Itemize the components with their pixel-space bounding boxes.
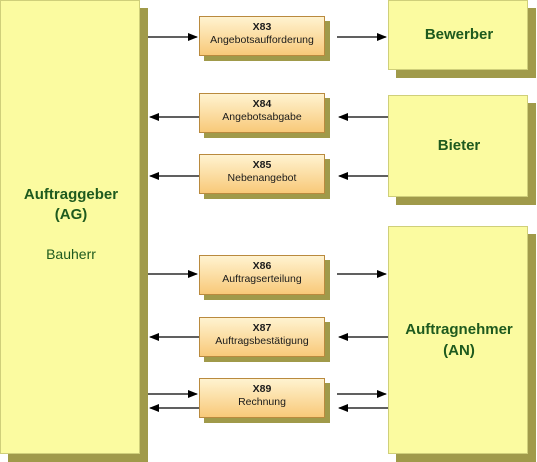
auftragnehmer-box: Auftragnehmer (AN) [388,226,528,454]
message-code: X85 [252,159,272,171]
message-name: Rechnung [238,396,286,408]
bieter-box: Bieter [388,95,528,197]
auftragnehmer-abbr: (AN) [443,342,475,359]
message-x83: X83 Angebotsaufforderung [199,16,325,56]
message-code: X87 [252,322,272,334]
client-box: Auftraggeber (AG) Bauherr [0,0,140,454]
message-code: X84 [252,98,272,110]
message-code: X89 [252,383,272,395]
message-x87: X87 Auftragsbestätigung [199,317,325,357]
message-x84: X84 Angebotsabgabe [199,93,325,133]
auftragnehmer-label: Auftragnehmer [405,321,513,338]
client-title: Auftraggeber [23,186,119,203]
client-abbr: (AG) [54,206,88,223]
bewerber-label: Bewerber [424,26,494,43]
message-name: Angebotsabgabe [222,111,302,123]
message-name: Auftragsbestätigung [215,335,309,347]
message-name: Nebenangebot [227,172,297,184]
message-name: Auftragserteilung [222,273,302,285]
message-x86: X86 Auftragserteilung [199,255,325,295]
message-x89: X89 Rechnung [199,378,325,418]
message-code: X86 [252,260,272,272]
bewerber-box: Bewerber [388,0,528,70]
message-x85: X85 Nebenangebot [199,154,325,194]
message-name: Angebotsaufforderung [210,34,314,46]
client-subtitle: Bauherr [46,246,96,262]
bieter-label: Bieter [437,137,481,154]
message-code: X83 [252,21,272,33]
